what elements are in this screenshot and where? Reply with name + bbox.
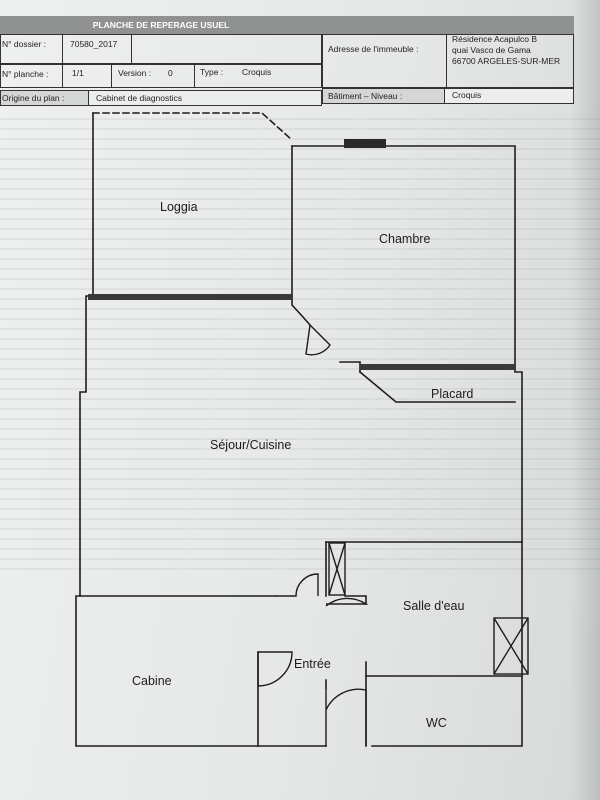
room-label-chambre: Chambre — [379, 232, 430, 246]
door-sejour-entree — [276, 573, 319, 597]
planche-cell — [62, 64, 112, 88]
type-value: Croquis — [242, 67, 272, 77]
page-edge-shadow — [570, 0, 600, 800]
room-label-cabine: Cabine — [132, 674, 172, 688]
origine-label: Origine du plan : — [2, 93, 65, 103]
dossier-label: N° dossier : — [2, 39, 47, 49]
batiment-cell — [444, 88, 574, 104]
loggia-open-edge — [92, 112, 294, 142]
adresse-cell — [446, 34, 574, 88]
adresse-label: Adresse de l'immeuble : — [328, 44, 419, 54]
door-salle — [325, 597, 369, 607]
outer-wall-left — [75, 112, 327, 747]
planche-label: N° planche : — [2, 69, 49, 79]
origine-cell — [88, 90, 322, 106]
outer-wall-right — [291, 145, 523, 747]
room-label-sejour: Séjour/Cuisine — [210, 438, 291, 452]
vent-shaft-1 — [328, 542, 346, 596]
vent-shaft-1-cross — [328, 542, 346, 596]
header-table: PLANCHE DE REPERAGE USUEL N° dossier : 7… — [0, 16, 578, 108]
vent-shaft-2-cross — [493, 617, 529, 675]
adresse-line1: Résidence Acapulco B — [452, 34, 538, 44]
placard-wall — [358, 370, 516, 403]
door-wc — [325, 688, 367, 746]
room-label-placard: Placard — [431, 387, 473, 401]
dossier-cell — [62, 34, 132, 64]
room-label-entree: Entrée — [294, 657, 331, 671]
header-title: PLANCHE DE REPERAGE USUEL — [0, 16, 322, 34]
wall-chambre-sejour — [291, 295, 312, 327]
wall-placard-corner — [339, 361, 361, 373]
adresse-line3: 66700 ARGELES-SUR-MER — [452, 56, 561, 66]
room-label-salle-eau: Salle d'eau — [403, 599, 465, 613]
thick-wall-placard — [360, 364, 516, 370]
vent-shaft-2 — [493, 617, 529, 675]
dossier-row — [0, 34, 322, 64]
batiment-value: Croquis — [452, 90, 482, 100]
type-cell — [194, 64, 322, 88]
faint-background-text — [0, 110, 600, 570]
dossier-value: 70580_2017 — [70, 39, 118, 49]
window-chambre — [344, 139, 386, 148]
wall-salle-left — [344, 595, 367, 747]
thick-wall-loggia — [88, 294, 292, 300]
door-chambre — [305, 323, 331, 356]
room-label-loggia: Loggia — [160, 200, 198, 214]
planche-value: 1/1 — [72, 68, 84, 78]
version-label: Version : — [118, 68, 152, 78]
adresse-line2: quai Vasco de Gama — [452, 45, 531, 55]
batiment-label: Bâtiment – Niveau : — [328, 91, 403, 101]
type-label: Type : — [200, 67, 224, 77]
room-label-wc: WC — [426, 716, 447, 730]
origine-value: Cabinet de diagnostics — [96, 93, 183, 103]
door-cabine — [257, 651, 293, 687]
version-value: 0 — [168, 68, 173, 78]
header-band-right — [322, 16, 574, 34]
